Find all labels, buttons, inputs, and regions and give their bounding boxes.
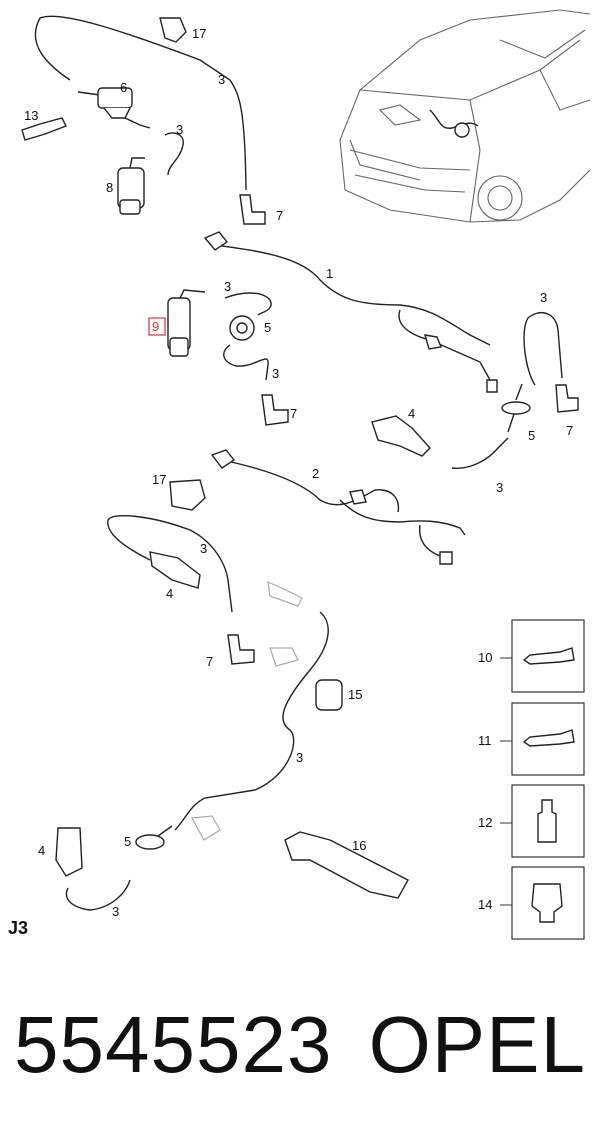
part-4-nozzle-c	[55, 827, 83, 877]
callout-3: 3	[224, 279, 231, 294]
callout-3: 3	[200, 541, 207, 556]
callout-4: 4	[166, 586, 173, 601]
highlight-box	[148, 317, 166, 336]
callout-3: 3	[496, 480, 503, 495]
callout-11: 11	[478, 733, 492, 748]
callout-3: 3	[296, 750, 303, 765]
part-13-bracket	[21, 117, 67, 141]
callout-3: 3	[176, 122, 183, 137]
callout-7: 7	[206, 654, 213, 669]
callout-3: 3	[218, 72, 225, 87]
callout-7: 7	[276, 208, 283, 223]
callout-labels: 17 3 6 13 3 8 7 1 3 9 5 3 3 7 4 5 7 3 17…	[24, 26, 573, 919]
washer-hoses	[34, 15, 563, 911]
part-4-nozzle-b	[149, 551, 201, 589]
callout-14: 14	[478, 897, 492, 912]
footer: 5545523 OPEL	[0, 990, 600, 1110]
wiring-harness-2	[210, 449, 466, 565]
callout-17: 17	[152, 472, 166, 487]
part-15-grommet	[315, 679, 343, 711]
callout-4: 4	[408, 406, 415, 421]
part-8-pump	[117, 157, 145, 215]
callout-5: 5	[124, 834, 131, 849]
part-box-12	[511, 784, 585, 858]
wiring-harness-1	[203, 231, 498, 393]
callout-9-highlighted: 9	[152, 319, 159, 334]
part-17-clip-top	[159, 17, 187, 43]
callout-3: 3	[540, 290, 547, 305]
callout-3: 3	[112, 904, 119, 919]
part-7-elbow-d	[227, 634, 255, 665]
callout-8: 8	[106, 180, 113, 195]
part-5-valve-c	[135, 825, 173, 850]
leader-lines	[500, 657, 512, 906]
vehicle-front-illustration	[339, 9, 591, 223]
part-6-check-valve	[77, 87, 151, 129]
part-5-valve-a	[229, 315, 255, 341]
callout-12: 12	[478, 815, 492, 830]
part-17-clip-mid	[169, 479, 206, 511]
callout-16: 16	[352, 838, 366, 853]
callout-7: 7	[566, 423, 573, 438]
section-code: J3	[8, 918, 29, 938]
part-box-10	[511, 619, 585, 693]
part-16-nozzle-tool	[284, 831, 409, 899]
part-7-elbow-b	[261, 394, 289, 426]
exploded-parts-diagram: 17 3 6 13 3 8 7 1 3 9 5 3 3 7 4 5 7 3 17…	[21, 9, 591, 940]
part-4-nozzle-a	[371, 415, 431, 457]
part-9-highlighted-pump	[167, 289, 206, 357]
part-7-elbow-a	[239, 194, 266, 225]
callout-7: 7	[290, 406, 297, 421]
callout-15: 15	[348, 687, 362, 702]
part-7-elbow-c	[555, 384, 579, 413]
callout-3: 3	[272, 366, 279, 381]
callout-5: 5	[264, 320, 271, 335]
callout-10: 10	[478, 650, 492, 665]
part-5-valve-b	[501, 383, 531, 433]
ghost-connector-parts	[191, 581, 303, 841]
callout-5: 5	[528, 428, 535, 443]
callout-17: 17	[192, 26, 206, 41]
callout-13: 13	[24, 108, 38, 123]
callout-1: 1	[326, 266, 333, 281]
callout-2: 2	[312, 466, 319, 481]
part-number: 5545523	[14, 1000, 333, 1089]
part-box-11	[511, 702, 585, 776]
part-box-14	[511, 866, 585, 940]
callout-6: 6	[120, 80, 127, 95]
brand-name: OPEL	[368, 1000, 586, 1089]
callout-4: 4	[38, 843, 45, 858]
